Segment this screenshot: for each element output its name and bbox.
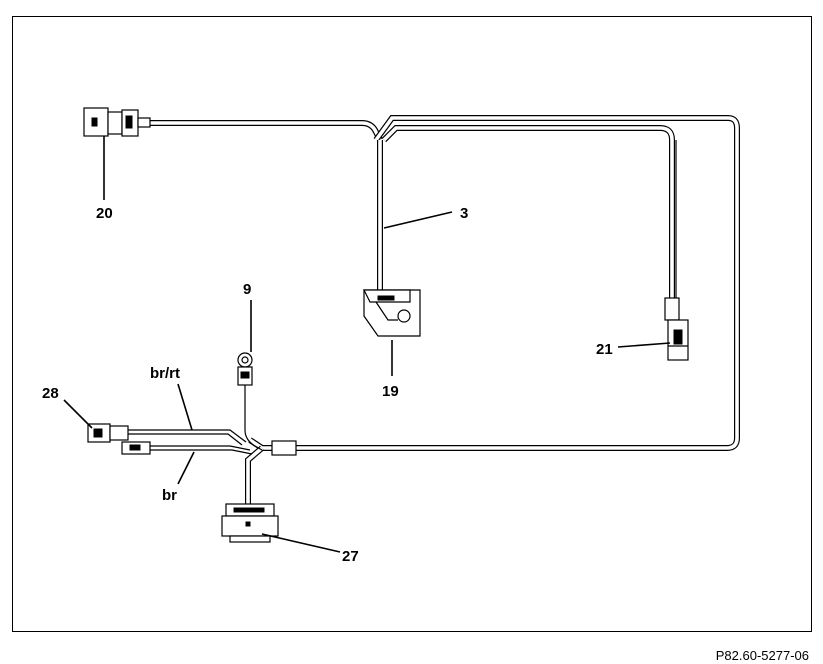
module-19 (363, 289, 421, 337)
callout-28: 28 (42, 385, 59, 402)
wire-label-br: br (162, 487, 177, 504)
connector-21 (664, 297, 689, 361)
single-wires (128, 140, 677, 455)
connector-20 (83, 107, 151, 137)
callout-20: 20 (96, 205, 113, 222)
ground-eyelet-9 (237, 352, 253, 386)
wire-connector-21 (381, 125, 675, 298)
connector-27 (221, 503, 279, 543)
leader-21 (617, 342, 671, 348)
harness-wires (150, 115, 740, 505)
wire-label-br-rt: br/rt (150, 365, 180, 382)
wire-br (150, 445, 251, 451)
leader-27 (261, 533, 341, 553)
leader-28 (63, 399, 93, 429)
wire-br-rt (128, 429, 247, 443)
wire-ground-9 (244, 385, 263, 451)
harness-sleeve (271, 440, 297, 456)
leader-lines (63, 136, 671, 553)
wire-connector-20 (150, 120, 383, 142)
leader-br (177, 451, 195, 485)
leader-3 (383, 211, 453, 229)
callout-21: 21 (596, 341, 613, 358)
connector-28 (87, 423, 151, 455)
callout-27: 27 (342, 548, 359, 565)
callout-19: 19 (382, 383, 399, 400)
callout-9: 9 (243, 281, 251, 298)
diagram-frame (12, 16, 812, 632)
leader-br-rt (177, 383, 193, 431)
reference-number: P82.60-5277-06 (715, 648, 809, 663)
callout-3: 3 (460, 205, 468, 222)
